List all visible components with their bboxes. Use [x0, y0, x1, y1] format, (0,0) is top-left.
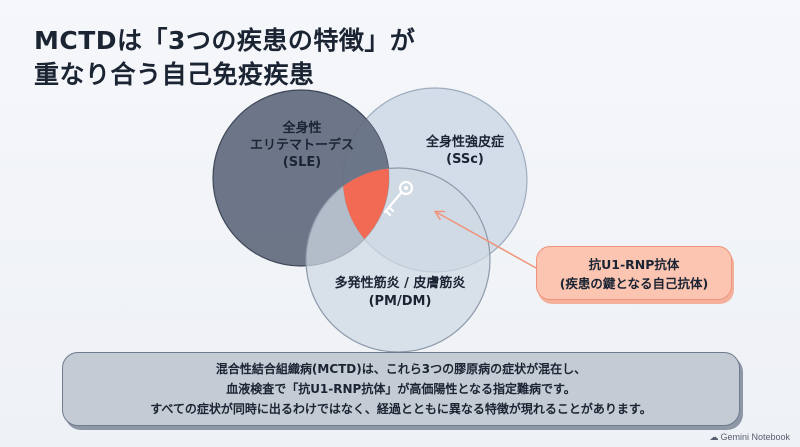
sle-label-line-1: 全身性: [281, 120, 321, 136]
summary-line-3: すべての症状が同時に出るわけではなく、経過とともに異なる特徴が現れることがありま…: [150, 402, 652, 416]
summary-note: 混合性結合組織病(MCTD)は、これら3つの膠原病の症状が混在し、 血液検査で「…: [62, 352, 740, 426]
brand-watermark: ☁Gemini Notebook: [709, 432, 790, 443]
page-title: MCTDは「3つの疾患の特徴」が 重なり合う自己免疫疾患: [34, 24, 415, 92]
antibody-callout: 抗U1-RNP抗体 (疾患の鍵となる自己抗体): [536, 246, 732, 300]
pmdm-label-line-2: (PM/DM): [369, 294, 432, 309]
summary-line-1: 混合性結合組織病(MCTD)は、これら3つの膠原病の症状が混在し、: [215, 362, 587, 376]
sle-label-line-3: (SLE): [283, 155, 321, 170]
ssc-label-line-2: (SSc): [446, 152, 484, 167]
title-line-1: MCTDは「3つの疾患の特徴」が: [34, 26, 416, 55]
ssc-label-line-1: 全身性強皮症: [425, 134, 504, 150]
venn-center-region: [343, 168, 389, 266]
callout-arrow: [436, 212, 537, 269]
summary-line-2: 血液検査で「抗U1-RNP抗体」が高価陽性となる指定難病です。: [226, 382, 576, 396]
pmdm-label-line-1: 多発性筋炎 / 皮膚筋炎: [335, 275, 466, 291]
gemini-icon: ☁: [709, 432, 719, 442]
title-line-2: 重なり合う自己免疫疾患: [34, 60, 315, 89]
key-icon: [383, 180, 414, 217]
brand-label: Gemini Notebook: [720, 432, 790, 442]
callout-subtitle: (疾患の鍵となる自己抗体): [559, 276, 709, 291]
callout-title: 抗U1-RNP抗体: [588, 257, 680, 272]
sle-label-line-2: エリテマトーデス: [250, 137, 354, 153]
